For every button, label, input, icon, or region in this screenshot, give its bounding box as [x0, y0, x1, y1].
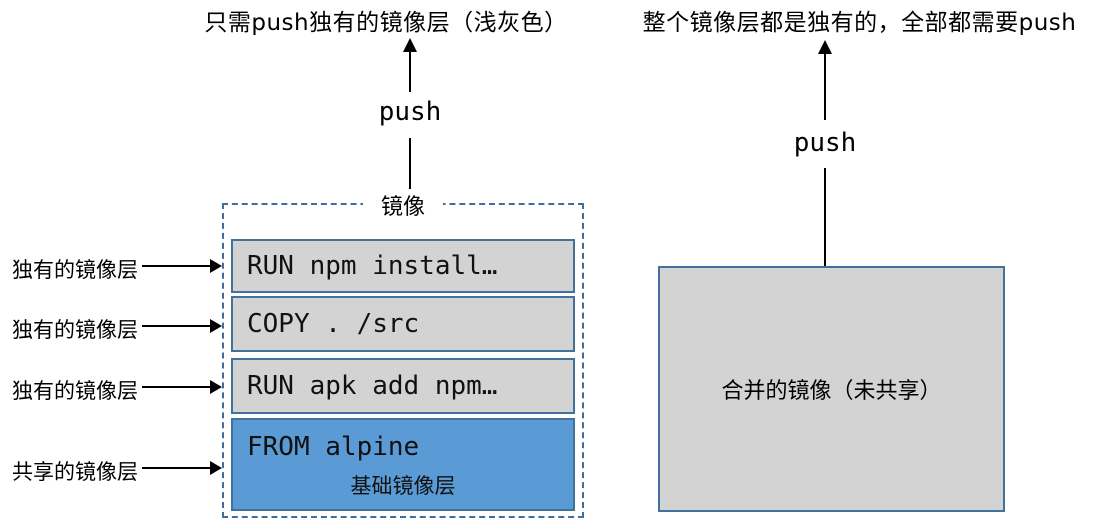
- row-arrowhead-icon-2: [210, 319, 222, 333]
- row-arrow-line-2: [142, 325, 212, 327]
- row-label-unique-3: 独有的镜像层: [12, 379, 138, 403]
- row-arrow-line-4: [142, 467, 212, 469]
- right-push-arrowhead-icon: [818, 40, 832, 54]
- row-label-shared: 共享的镜像层: [12, 460, 138, 484]
- right-push-line-lower: [824, 168, 826, 266]
- layer-copy-src: COPY . /src: [231, 296, 575, 352]
- layer-from-alpine-base: FROM alpine 基础镜像层: [231, 418, 575, 511]
- row-arrow-line-1: [142, 265, 212, 267]
- right-push-label: push: [793, 128, 857, 158]
- image-dashed-box: 镜像: [222, 189, 584, 518]
- row-label-unique-1: 独有的镜像层: [12, 258, 138, 282]
- base-layer-label: 基础镜像层: [350, 473, 456, 498]
- layer-run-npm-install: RUN npm install…: [231, 239, 575, 293]
- row-label-unique-2: 独有的镜像层: [12, 318, 138, 342]
- left-push-line-upper: [409, 50, 411, 92]
- layer-command: FROM alpine: [247, 431, 420, 462]
- row-arrow-line-3: [142, 386, 212, 388]
- layer-command: RUN apk add npm…: [247, 371, 498, 401]
- merged-image-box: 合并的镜像（未共享）: [658, 266, 1005, 512]
- layer-command: RUN npm install…: [247, 251, 498, 281]
- merged-image-label: 合并的镜像（未共享）: [721, 379, 942, 404]
- left-push-arrowhead-icon: [403, 38, 417, 52]
- left-push-line-lower: [409, 138, 411, 200]
- layer-command: COPY . /src: [247, 309, 420, 339]
- caption-push-all-layers: 整个镜像层都是独有的，全部都需要push: [642, 10, 1077, 36]
- row-arrowhead-icon-1: [210, 259, 222, 273]
- row-arrowhead-icon-3: [210, 380, 222, 394]
- row-arrowhead-icon-4: [210, 461, 222, 475]
- caption-push-unique-layers: 只需push独有的镜像层（浅灰色）: [204, 10, 568, 36]
- right-push-line-upper: [824, 52, 826, 120]
- layer-run-apk-add: RUN apk add npm…: [231, 358, 575, 414]
- image-box-title: 镜像: [362, 189, 444, 221]
- left-push-label: push: [378, 97, 442, 127]
